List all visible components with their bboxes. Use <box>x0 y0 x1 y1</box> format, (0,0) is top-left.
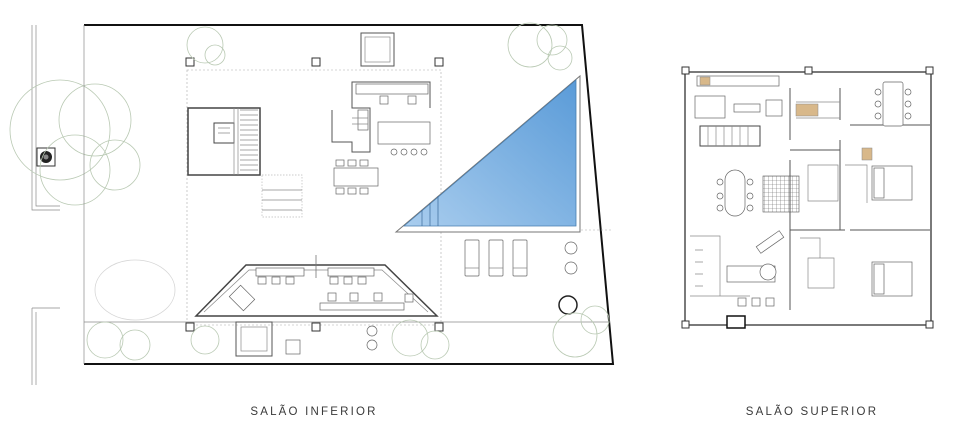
tree-cluster-left <box>9 79 176 321</box>
structural-columns <box>185 57 444 332</box>
upper-structural-columns <box>681 66 934 329</box>
gourmet-area <box>194 255 439 317</box>
upper-floor-caption: SALÃO SUPERIOR <box>745 406 879 418</box>
sun-loungers <box>464 239 578 315</box>
lot-boundary <box>84 24 615 365</box>
kitchen <box>331 81 431 156</box>
street-edge <box>31 25 60 385</box>
dining-table <box>333 159 379 195</box>
swimming-pool <box>394 74 581 233</box>
staircase <box>187 107 261 176</box>
upper-floor-plan <box>681 66 934 329</box>
lower-floor-plan <box>9 22 615 385</box>
lower-floor-caption: SALÃO INFERIOR <box>250 406 378 418</box>
bedrooms <box>871 165 913 297</box>
rug <box>762 175 800 213</box>
